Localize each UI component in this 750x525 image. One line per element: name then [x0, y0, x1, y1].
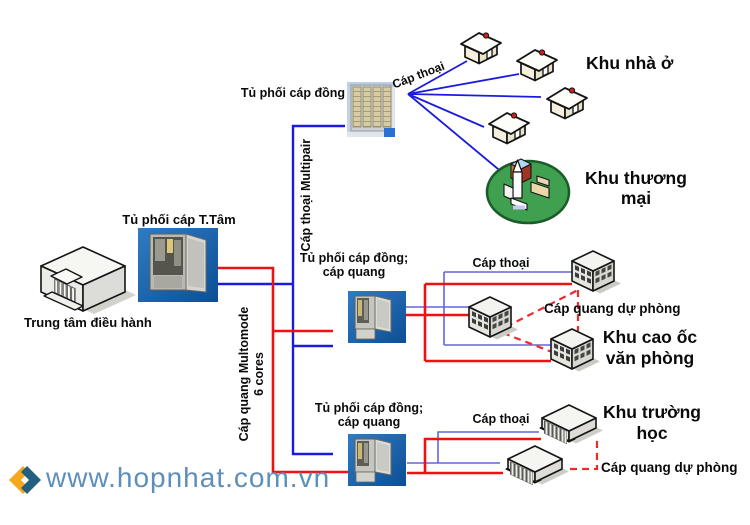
fiber-cable-school-top: [423, 437, 541, 473]
backup-fiber-school: [566, 441, 599, 471]
top-cabinet-icon: [347, 82, 395, 137]
phone-fan-line-commercial: [407, 93, 505, 175]
fiber-trunk-cable: [217, 266, 348, 474]
middle-cabinet-icon: [347, 290, 407, 344]
bottom-cabinet-icon: [347, 433, 407, 487]
phone-fan-line-2: [407, 73, 520, 95]
house-icon: [546, 87, 588, 120]
offices-area-label: Khu cao ốc văn phòng: [602, 327, 698, 368]
operations-center-label: Trung tâm điều hành: [24, 315, 152, 330]
phone-cable-school-top: [437, 431, 539, 463]
school-building-icon: [505, 445, 570, 487]
phone-fan-line-4: [407, 93, 485, 128]
fiber-trunk-label: Cáp quang Multomode 6 cores: [237, 306, 266, 442]
backup-fiber-school-label: Cáp quang dự phòng: [601, 460, 738, 475]
school-area-label: Khu trường học: [602, 402, 701, 443]
phone-cable-mid-label: Cáp thoại: [472, 256, 530, 270]
central-cabinet-icon: [138, 228, 218, 302]
school-building-icon: [539, 404, 604, 446]
phone-fan-line-3: [407, 93, 542, 98]
residential-area-label: Khu nhà ở: [586, 53, 674, 73]
office-building-icon: [468, 296, 519, 341]
bottom-cabinet-label: Tủ phối cáp đồng; cáp quang: [314, 401, 424, 430]
house-icon: [488, 112, 530, 145]
operations-center-icon: [40, 246, 136, 314]
phone-fan-line-1: [407, 60, 468, 95]
backup-fiber-mid-label: Cáp quang dự phòng: [544, 301, 681, 316]
house-icon: [460, 32, 502, 65]
phone-trunk-cable: [291, 124, 345, 456]
backup-fiber-mid-diagonal-down: [502, 331, 553, 354]
commercial-area-label: Khu thương mại: [585, 168, 687, 208]
backup-fiber-mid-diagonal-up: [505, 289, 579, 328]
watermark-url: www.hopnhat.com.vn: [46, 462, 331, 493]
central-cabinet-label: Tủ phối cáp T.Tâm: [122, 212, 236, 227]
office-building-icon: [571, 250, 622, 295]
hopnhat-logo-icon: [9, 466, 41, 494]
phone-trunk-label: Cáp thoại Multipair: [298, 138, 313, 252]
middle-cabinet-label: Tủ phối cáp đồng; cáp quang: [299, 251, 409, 280]
house-icon: [516, 49, 558, 82]
commercial-campus-icon: [485, 158, 571, 225]
top-cabinet-label: Tủ phối cáp đồng: [240, 86, 345, 100]
phone-cable-school-label: Cáp thoại: [472, 412, 530, 426]
